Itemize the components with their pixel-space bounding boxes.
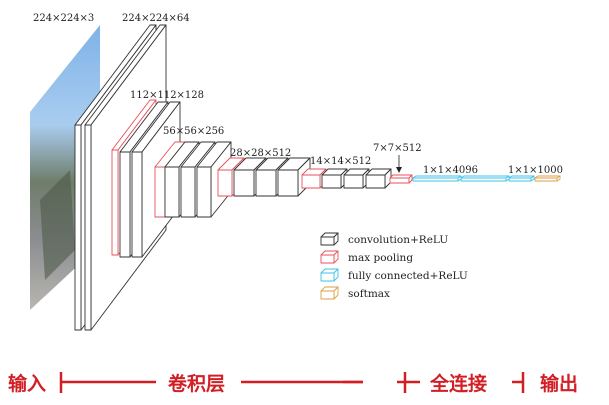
legend-conv-label: convolution+ReLU — [348, 234, 448, 246]
pool5-dim-label: 7×7×512 — [373, 143, 422, 154]
legend-softmax-label: softmax — [348, 288, 390, 300]
section-output-label: 输出 — [540, 372, 578, 395]
legend-pool-icon — [320, 250, 339, 264]
legend-conv-icon — [320, 232, 339, 246]
fc-dim-label: 1×1×4096 — [423, 165, 478, 176]
pool5-arrow — [396, 155, 402, 173]
section-conv-label: 卷积层 — [167, 372, 225, 395]
legend-softmax-icon — [320, 286, 339, 300]
softmax-dim-label: 1×1×1000 — [508, 165, 563, 176]
softmax-block — [534, 175, 561, 182]
fc2-block — [460, 175, 510, 182]
pool5-block — [389, 174, 413, 184]
section-input-label: 输入 — [8, 372, 46, 395]
layer-blocks — [74, 24, 561, 331]
conv5-block — [343, 168, 370, 189]
legend-pool-label: max pooling — [348, 252, 413, 264]
legend-fc-label: fully connected+ReLU — [348, 270, 468, 282]
stage-2-dim-label: 112×112×128 — [130, 90, 204, 101]
stage-5-dim-label: 14×14×512 — [310, 156, 371, 167]
conv5-block — [321, 168, 348, 189]
section-fc-label: 全连接 — [429, 372, 487, 395]
fc1-block — [412, 175, 462, 182]
stage-4-dim-label: 28×28×512 — [230, 148, 291, 159]
conv5-block — [365, 168, 392, 189]
legend-fc-icon — [320, 268, 339, 282]
section-bar — [59, 372, 525, 393]
fc3-block — [508, 175, 535, 182]
stage-1-dim-label: 224×224×64 — [122, 13, 190, 24]
legend — [320, 232, 339, 300]
stage-3-dim-label: 56×56×256 — [163, 126, 224, 137]
input-dim-label: 224×224×3 — [33, 13, 94, 24]
